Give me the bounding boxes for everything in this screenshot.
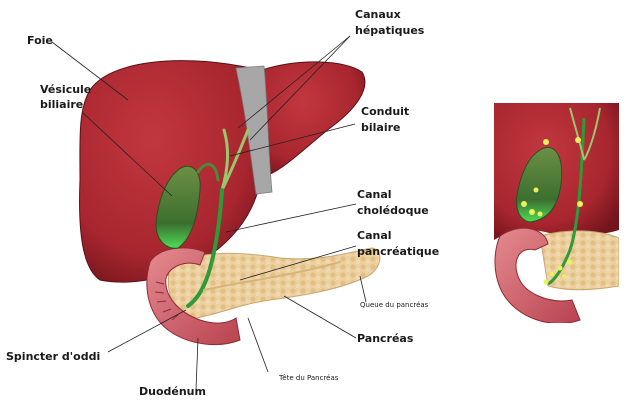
bile-ducts [186, 128, 341, 308]
common-bile-duct [186, 188, 224, 308]
duodenum [146, 247, 241, 346]
inset-gallstones [521, 137, 583, 285]
leader-choledoque [225, 203, 357, 233]
label-pancreas: Pancréas [357, 332, 414, 345]
label-foie: Foie [27, 34, 53, 47]
leader-conduit [229, 123, 356, 157]
leader-vesicule [81, 111, 173, 197]
cystic-duct [196, 163, 220, 182]
inset-duodenum [494, 227, 581, 323]
leader-canaux [237, 35, 351, 129]
leader-pancreas [283, 295, 357, 339]
inset-gallbladder [516, 147, 563, 223]
inset-panel [494, 103, 619, 323]
leader-pancreatique [239, 245, 357, 281]
leader-canaux-2 [249, 35, 351, 141]
liver-left-lobe [261, 61, 366, 176]
label-duodenum: Duodénum [139, 385, 206, 398]
label-vesicule-biliaire-line1: Vésicule [40, 83, 92, 96]
leader-spincter [107, 309, 187, 353]
label-conduit-bilaire-line1: Conduit [361, 105, 410, 118]
leader-queue [359, 275, 367, 303]
label-canal-pancreatique-line2: pancréatique [357, 245, 440, 258]
leader-lines [51, 35, 367, 391]
duodenum-folds [154, 281, 179, 321]
label-canal-pancreatique-line1: Canal [357, 229, 392, 242]
label-spincter-oddi: Spincter d'oddi [6, 350, 101, 363]
leader-tete [247, 317, 269, 373]
label-conduit-bilaire-line2: bilaire [361, 121, 401, 134]
pancreatic-duct [203, 261, 341, 291]
label-canal-choledoque-line1: Canal [357, 188, 392, 201]
label-queue-du-pancreas: Queue du pancréas [360, 301, 429, 309]
label-canal-choledoque-line2: cholédoque [357, 204, 429, 217]
falciform-ligament [235, 65, 273, 195]
label-vesicule-biliaire-line2: biliaire [40, 98, 84, 111]
label-tete-du-pancreas: Tête du Pancréas [279, 374, 339, 382]
hepatic-duct-left [220, 128, 250, 192]
inset-pancreas [539, 230, 619, 291]
liver [79, 60, 366, 283]
gallbladder [155, 165, 201, 249]
label-canaux-hepatiques-line1: Canaux [355, 8, 401, 21]
leader-duodenum [195, 337, 199, 391]
leader-foie [51, 41, 129, 101]
label-canaux-hepatiques-line2: hépatiques [355, 24, 425, 37]
